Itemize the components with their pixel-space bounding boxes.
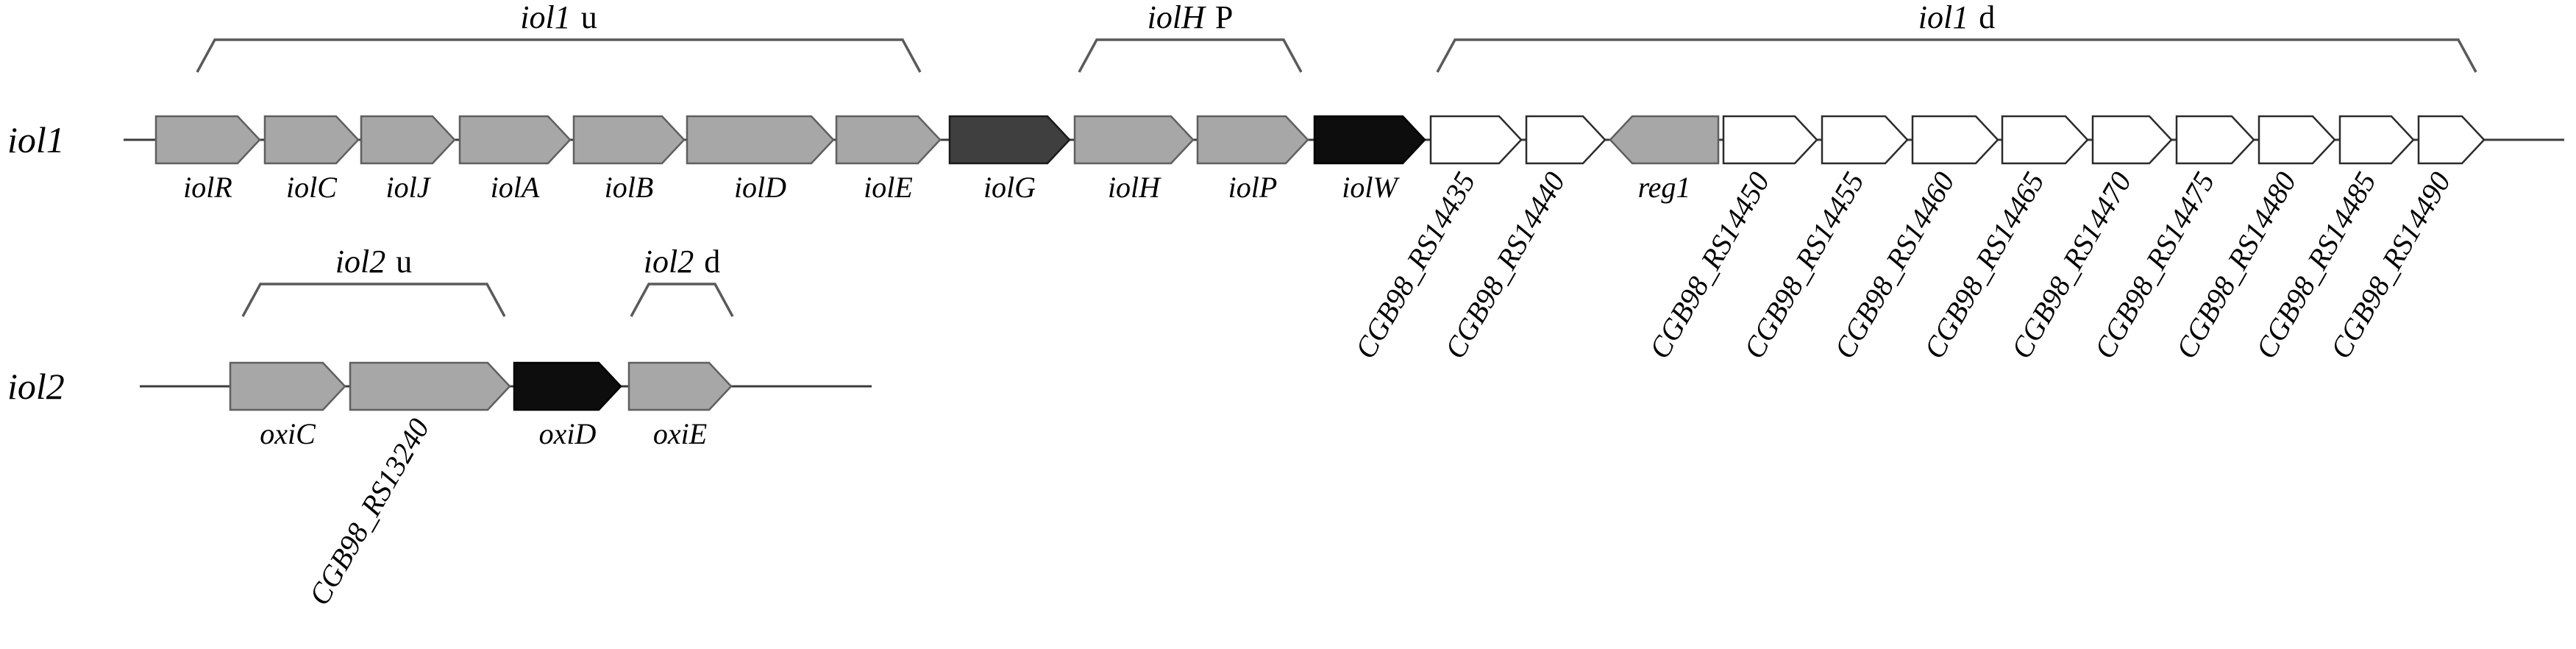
- gene-arrow-iolP: [1196, 115, 1309, 165]
- gene-arrow-reg1: [1609, 115, 1720, 165]
- gene-arrow-oxiC: [229, 361, 346, 411]
- gene-label-iolB: iolB: [605, 171, 654, 204]
- gene-arrow-iolG: [948, 115, 1071, 165]
- gene-label-CGB98_RS13240: CGB98_RS13240: [302, 413, 435, 611]
- gene-label-oxiD: oxiD: [539, 417, 597, 450]
- gene-label-oxiE: oxiE: [653, 417, 707, 450]
- gene-arrow-iolE: [835, 115, 942, 165]
- gene-label-iolR: iolR: [183, 171, 232, 204]
- gene-arrow-CGB98_RS13240: [349, 361, 511, 411]
- bracket-line-iol2-d: [630, 283, 734, 317]
- gene-arrow-oxiE: [627, 361, 733, 411]
- gene-arrow-CGB98_RS14480: [2257, 115, 2336, 165]
- bracket-line-iolH-P: [1078, 38, 1303, 73]
- gene-arrow-CGB98_RS14475: [2175, 115, 2255, 165]
- gene-label-iolJ: iolJ: [386, 171, 432, 204]
- gene-arrow-iolA: [458, 115, 572, 165]
- gene-arrow-CGB98_RS14440: [1525, 115, 1607, 165]
- gene-arrow-CGB98_RS14485: [2338, 115, 2415, 165]
- gene-arrow-iolD: [686, 115, 835, 165]
- gene-arrow-iolR: [154, 115, 261, 165]
- row-label-iol2: iol2: [7, 366, 65, 407]
- gene-arrow-CGB98_RS14435: [1429, 115, 1523, 165]
- gene-arrow-iolC: [263, 115, 360, 165]
- gene-label-iolH: iolH: [1108, 171, 1161, 204]
- gene-label-iolE: iolE: [864, 171, 913, 204]
- gene-label-iolP: iolP: [1228, 171, 1278, 204]
- row-iol1: iol1 iolR iolC iolJ iolA iolB iolD iolE iolG iolH…: [7, 0, 2564, 364]
- gene-label-oxiC: oxiC: [260, 417, 316, 450]
- gene-label-iolA: iolA: [491, 171, 540, 204]
- gene-arrow-CGB98_RS14455: [1821, 115, 1909, 165]
- bracket-line-iol1-u: [196, 38, 922, 73]
- gene-label-iolG: iolG: [983, 171, 1036, 204]
- gene-arrow-CGB98_RS14465: [2001, 115, 2089, 165]
- gene-label-iolC: iolC: [286, 171, 338, 204]
- gene-arrow-CGB98_RS14450: [1722, 115, 1818, 165]
- gene-arrow-iolJ: [360, 115, 456, 165]
- gene-arrow-CGB98_RS14460: [1911, 115, 1999, 165]
- row-label-iol1: iol1: [7, 119, 65, 160]
- bracket-line-iol1-d: [1436, 38, 2477, 73]
- gene-arrow-iolW: [1313, 115, 1426, 165]
- gene-arrow-CGB98_RS14470: [2091, 115, 2173, 165]
- gene-label-reg1: reg1: [1638, 171, 1691, 204]
- gene-label-iolW: iolW: [1342, 171, 1400, 204]
- gene-arrow-oxiD: [513, 361, 622, 411]
- gene-arrow-CGB98_RS14490: [2417, 115, 2486, 165]
- bracket-line-iol2-u: [241, 283, 506, 317]
- gene-label-iolD: iolD: [734, 171, 786, 204]
- gene-arrow-iolH: [1073, 115, 1195, 165]
- gene-arrow-iolB: [572, 115, 686, 165]
